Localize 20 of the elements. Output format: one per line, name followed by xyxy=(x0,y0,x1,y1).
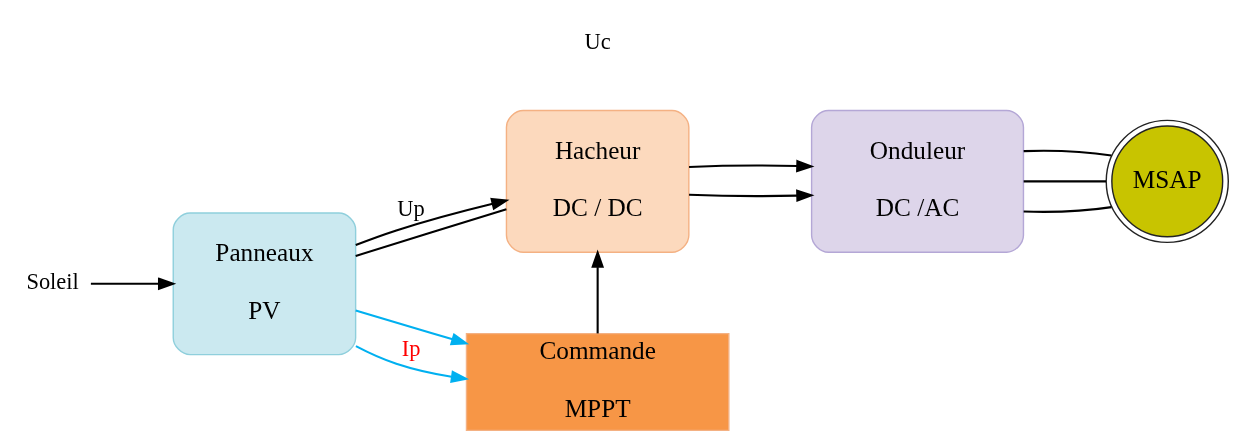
arrow xyxy=(355,197,510,246)
node-box: Hacheur DC / DC xyxy=(505,109,690,253)
node-box: Panneaux PV xyxy=(172,211,357,355)
arrow xyxy=(591,248,605,333)
edge-label: Up xyxy=(397,195,425,221)
node-text: Soleil xyxy=(26,268,79,294)
connector xyxy=(1023,179,1106,182)
connector xyxy=(1023,149,1112,157)
connector xyxy=(355,207,507,257)
arrow xyxy=(689,188,815,202)
arrow xyxy=(355,309,470,345)
node-box: Onduleur DC /AC xyxy=(810,109,1025,253)
node-circle: MSAP xyxy=(1105,119,1229,243)
arrow xyxy=(689,159,815,172)
edge-label: Ip xyxy=(401,335,421,361)
label: Uc xyxy=(584,28,611,54)
connector xyxy=(1023,205,1112,213)
arrow xyxy=(90,276,177,290)
node-box: Commande MPPT xyxy=(465,332,730,431)
arrow xyxy=(355,344,470,383)
